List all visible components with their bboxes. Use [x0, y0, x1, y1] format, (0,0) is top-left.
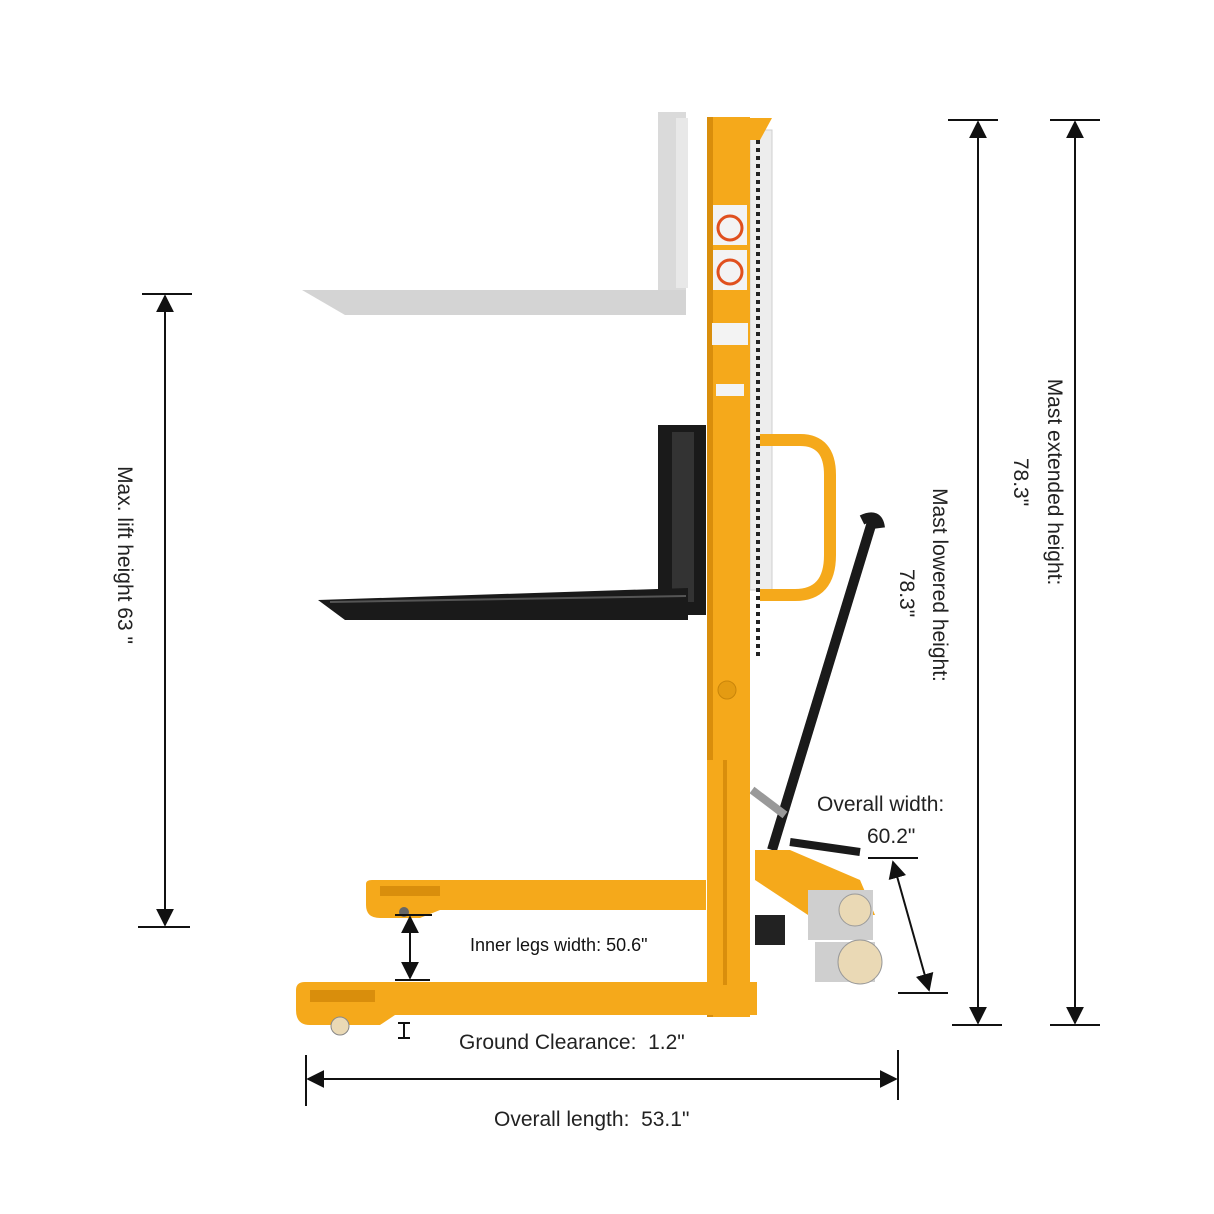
mast-extended-height-label: Mast extended height:	[1043, 379, 1066, 586]
lift-chain-rail	[749, 129, 773, 591]
steer-wheel	[837, 939, 883, 985]
mast-lowered-height-label: Mast lowered height:	[928, 488, 951, 682]
max-lift-height-label: Max. lift height 63 "	[113, 466, 136, 644]
upper-leg	[366, 880, 706, 918]
dim-mast-lowered	[948, 119, 1002, 1026]
raised-fork-ghost	[302, 112, 688, 315]
dim-overall-length	[305, 1050, 899, 1106]
dim-ground-clearance	[398, 1022, 410, 1039]
push-handle	[760, 434, 836, 601]
load-chart-sticker	[712, 323, 748, 345]
lowered-fork	[318, 425, 706, 620]
mast-lowered-height-value: 78.3"	[895, 569, 918, 617]
overall-width-value: 60.2"	[867, 825, 915, 848]
inner-legs-width-label: Inner legs width: 50.6"	[470, 935, 648, 955]
ground-clearance-label: Ground Clearance: 1.2"	[459, 1031, 685, 1054]
overall-width-label: Overall width:	[817, 793, 944, 816]
dim-inner-legs	[395, 914, 432, 981]
dim-overall-width	[868, 857, 948, 994]
overall-length-label: Overall length: 53.1"	[494, 1108, 689, 1131]
dim-mast-extended	[1050, 119, 1100, 1026]
lower-leg	[296, 982, 757, 1036]
caster-wheel	[838, 893, 872, 927]
dim-max-lift	[138, 293, 192, 928]
mast-extended-height-value: 78.3"	[1009, 458, 1032, 506]
barcode-sticker	[716, 384, 744, 396]
pump-handle	[767, 520, 877, 852]
